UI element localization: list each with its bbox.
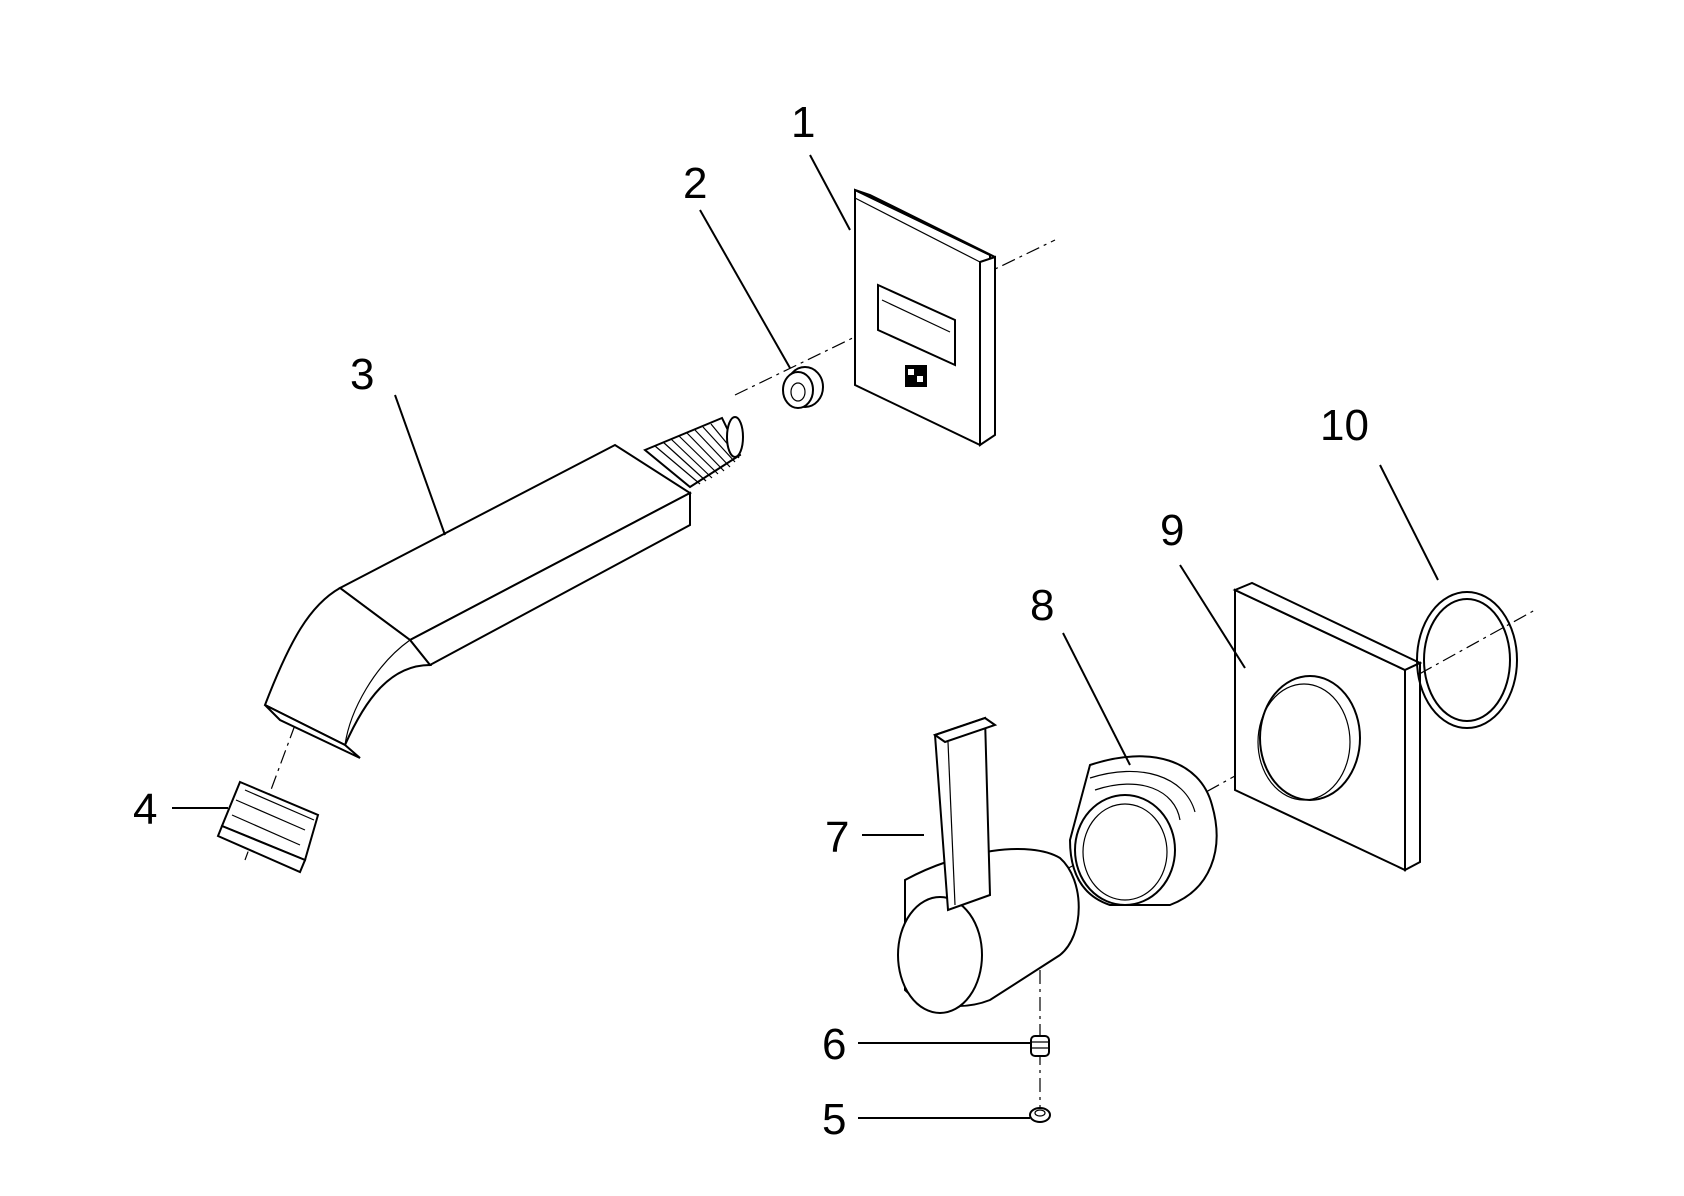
callout-5: 5	[822, 1095, 846, 1144]
callout-9: 9	[1160, 506, 1184, 555]
part-1-wall-plate	[854, 188, 996, 447]
axis-spout-line	[734, 239, 1056, 396]
part-3-spout	[263, 416, 744, 759]
leader-3	[394, 394, 446, 536]
part-4-aerator	[216, 780, 320, 874]
callout-10: 10	[1320, 401, 1369, 450]
leader-8	[1062, 632, 1131, 766]
part-9-rosette-plate	[1232, 581, 1423, 872]
part-2-adapter-ring	[782, 366, 824, 409]
leader-9	[1179, 564, 1246, 669]
leader-lines	[172, 154, 1439, 1119]
leader-1	[809, 154, 851, 231]
callout-4: 4	[133, 785, 157, 834]
logo-icon	[905, 365, 927, 387]
part-7-lever-handle	[897, 716, 1080, 1014]
callout-1: 1	[791, 98, 815, 147]
callout-labels: 1 2 3 4 5 6 7 8 9 10	[133, 98, 1369, 1144]
part-10-o-ring	[1416, 591, 1518, 729]
leader-2	[699, 209, 791, 369]
part-5-screw-cap	[1029, 1107, 1051, 1123]
callout-3: 3	[350, 350, 374, 399]
part-6-grub-screw	[1030, 1035, 1050, 1057]
part-8-sleeve	[1068, 755, 1218, 906]
callout-2: 2	[683, 159, 707, 208]
callout-6: 6	[822, 1020, 846, 1069]
callout-7: 7	[825, 813, 849, 862]
callout-8: 8	[1030, 581, 1054, 630]
leader-10	[1379, 464, 1439, 581]
